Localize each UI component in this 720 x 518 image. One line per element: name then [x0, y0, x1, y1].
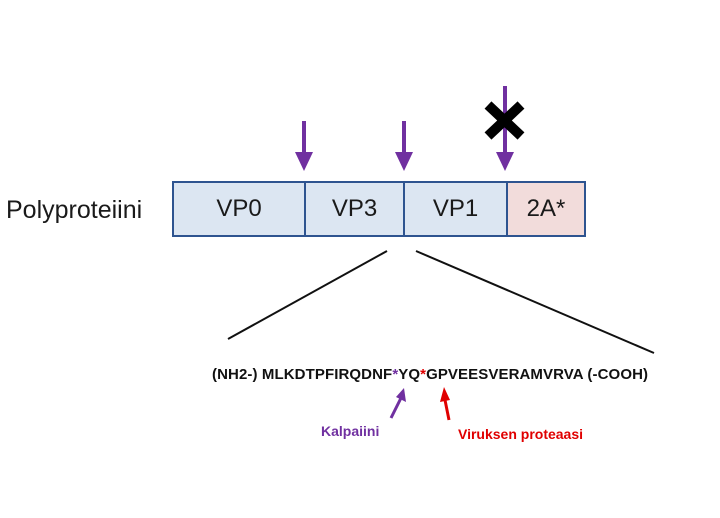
- protease-site-marker: *: [420, 366, 427, 383]
- segment-label: VP1: [432, 195, 479, 222]
- zoom-line-left: [227, 250, 388, 340]
- segment-vp0: VP0: [172, 181, 305, 237]
- segment-label: 2A*: [526, 195, 566, 222]
- calpain-cleavage-arrow: [389, 388, 406, 419]
- segment-vp3: VP3: [305, 181, 404, 237]
- segment-vp1: VP1: [404, 181, 508, 237]
- protease-cleavage-arrow: [440, 387, 451, 421]
- viral-protease-label: Viruksen proteaasi: [458, 426, 584, 442]
- peptide-sequence: (NH2-) MLKDTPFIRQDNF*YQ*GPVEESVERAMVRVA …: [212, 366, 648, 383]
- calpain-site-marker: *: [392, 366, 399, 383]
- sequence-end: GPVEESVERAMVRVA (-COOH): [426, 366, 649, 383]
- calpain-label: Kalpaiini: [321, 423, 380, 439]
- cleavage-arrow-vp0-vp3: [295, 121, 313, 171]
- zoom-line-right: [415, 250, 655, 354]
- segment-label: VP3: [331, 195, 378, 222]
- polyprotein-label: Polyproteiini: [6, 196, 143, 224]
- sequence-start: (NH2-) MLKDTPFIRQDNF: [212, 366, 393, 383]
- blocked-cross-icon: [484, 101, 525, 140]
- cleavage-arrow-vp3-vp1: [395, 121, 413, 171]
- sequence-middle: YQ: [398, 366, 421, 383]
- segment-label: VP0: [216, 195, 262, 222]
- segment-2a: 2A*: [508, 181, 586, 237]
